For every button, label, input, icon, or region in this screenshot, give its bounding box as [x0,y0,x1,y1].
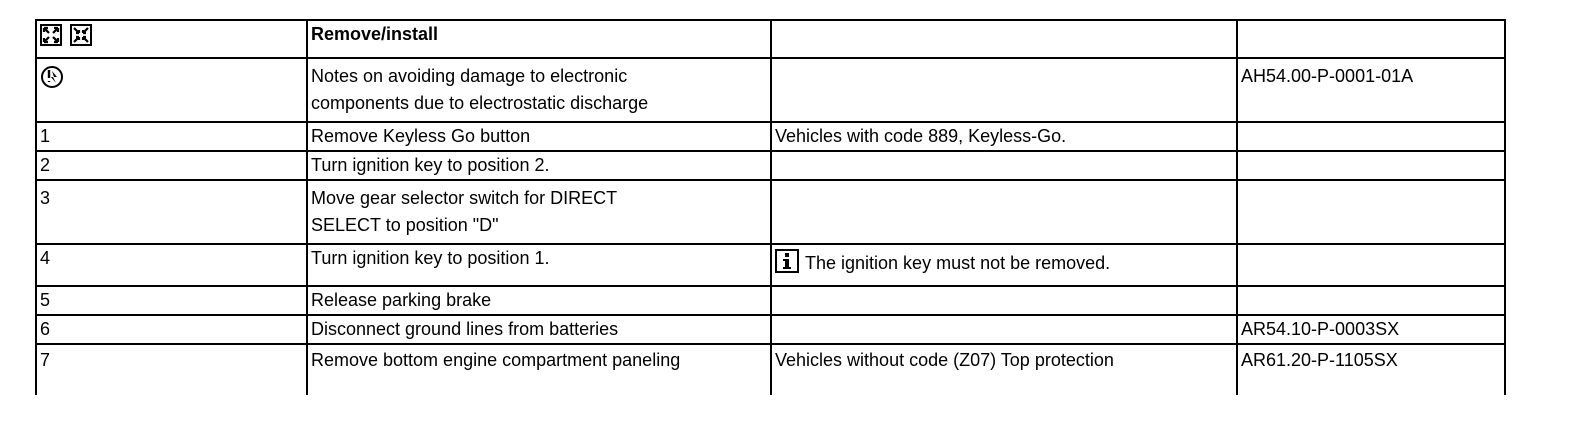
step-number: 3 [35,179,308,245]
procedure-table: Remove/install Notes on avoiding damage … [35,19,1506,395]
step-reference-link[interactable]: AR54.10-P-0003SX [1236,314,1506,345]
header-icons-cell [35,19,308,59]
step-number: 7 [35,343,308,395]
esd-icon-cell [35,57,308,123]
step-note [770,150,1238,181]
esd-reference-link[interactable]: AH54.00-P-0001-01A [1236,57,1506,123]
table-row: 6 Disconnect ground lines from batteries… [35,314,1506,345]
step-number: 4 [35,243,308,287]
step-note: Vehicles without code (Z07) Top protecti… [770,343,1238,395]
info-icon [775,249,799,273]
header-reference-cell [1236,19,1506,59]
step-action: Remove Keyless Go button [306,121,772,152]
step-note [770,285,1238,316]
table-row: 4 Turn ignition key to position 1. The i… [35,243,1506,287]
step-note-cell: The ignition key must not be removed. [770,243,1238,287]
table-row: 1 Remove Keyless Go button Vehicles with… [35,121,1506,152]
step-action: Turn ignition key to position 1. [306,243,772,287]
expand-all-icon[interactable] [40,24,62,46]
step-reference [1236,121,1506,152]
step-note [770,314,1238,345]
header-note-cell [770,19,1238,59]
step-reference [1236,285,1506,316]
step-number: 1 [35,121,308,152]
step-number: 2 [35,150,308,181]
table-row: 5 Release parking brake [35,285,1506,316]
step-action: Release parking brake [306,285,772,316]
step-reference [1236,150,1506,181]
header-title: Remove/install [306,19,772,59]
step-reference [1236,179,1506,245]
step-number: 6 [35,314,308,345]
step-action: Disconnect ground lines from batteries [306,314,772,345]
esd-warning-icon [41,66,63,88]
table-row: 2 Turn ignition key to position 2. [35,150,1506,181]
step-reference [1236,243,1506,287]
step-reference-link[interactable]: AR61.20-P-1105SX [1236,343,1506,395]
step-number: 5 [35,285,308,316]
step-note: The ignition key must not be removed. [805,253,1111,273]
table-row: 7 Remove bottom engine compartment panel… [35,343,1506,395]
header-row: Remove/install [35,19,1506,59]
step-note [770,179,1238,245]
step-action: Turn ignition key to position 2. [306,150,772,181]
collapse-all-icon[interactable] [70,24,92,46]
esd-note-cell [770,57,1238,123]
step-action: Remove bottom engine compartment panelin… [306,343,772,395]
step-note: Vehicles with code 889, Keyless-Go. [770,121,1238,152]
